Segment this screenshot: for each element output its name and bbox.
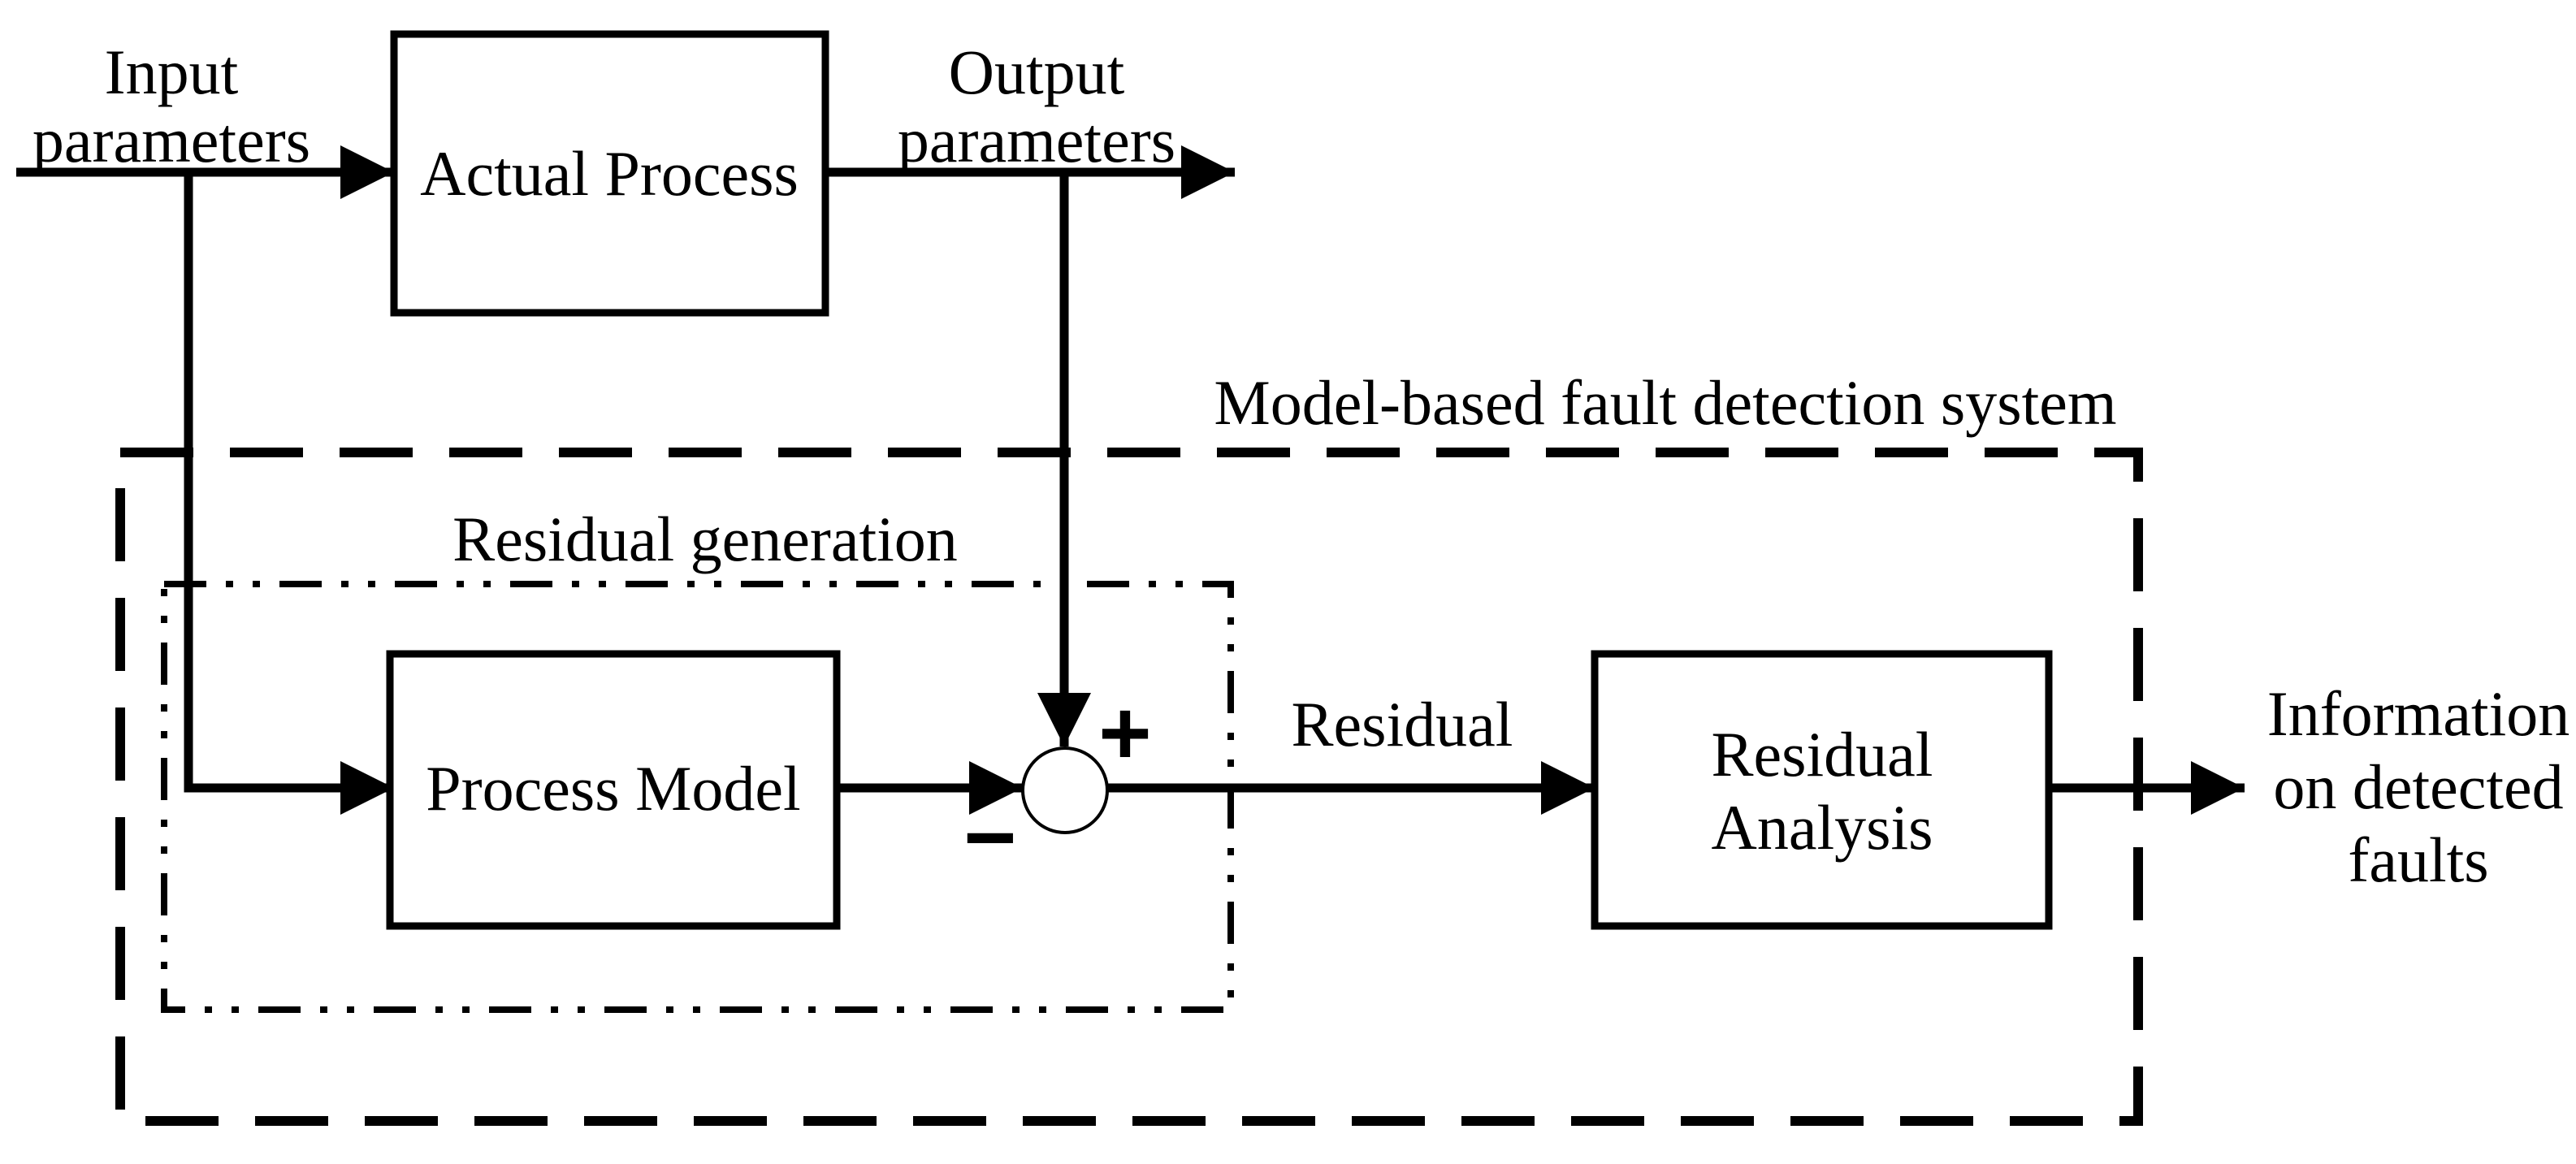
input-label-line1: Input <box>105 37 239 107</box>
residual-signal-label: Residual <box>1292 689 1513 759</box>
actual-process-block: Actual Process <box>390 30 829 317</box>
actual-process-label: Actual Process <box>420 138 799 209</box>
residual-analysis-box <box>1591 650 2053 930</box>
output-parameters-label: Output parameters <box>898 37 1175 175</box>
output-label-line1: Output <box>949 37 1125 107</box>
minus-sign: − <box>963 786 1016 888</box>
information-label: Information on detected faults <box>2267 678 2570 895</box>
residual-analysis-label-line2: Analysis <box>1712 792 1933 863</box>
input-branch-arrow <box>184 172 394 815</box>
actual-process-box <box>390 30 829 317</box>
process-model-box <box>386 650 841 930</box>
summing-junction-circle <box>1021 746 1109 834</box>
information-label-line3: faults <box>2348 824 2488 895</box>
residual-analysis-label-line1: Residual <box>1712 719 1933 790</box>
input-parameters-label: Input parameters <box>32 37 310 175</box>
inner-container-label: Residual generation <box>452 504 958 574</box>
information-label-line2: on detected <box>2273 751 2563 822</box>
process-model-label: Process Model <box>426 753 800 824</box>
inner-dashdot-container: Residual generation <box>161 504 1234 1013</box>
inner-dashdot-border <box>161 581 1234 1013</box>
input-label-line2: parameters <box>32 105 310 175</box>
outer-container-label: Model-based fault detection system <box>1214 367 2116 438</box>
output-label-line2: parameters <box>898 105 1175 175</box>
residual-analysis-block: Residual Analysis <box>1591 650 2053 930</box>
information-label-line1: Information <box>2267 678 2570 749</box>
plus-sign: + <box>1098 682 1151 784</box>
process-model-block: Process Model <box>386 650 841 930</box>
summing-junction: + − <box>963 682 1151 888</box>
